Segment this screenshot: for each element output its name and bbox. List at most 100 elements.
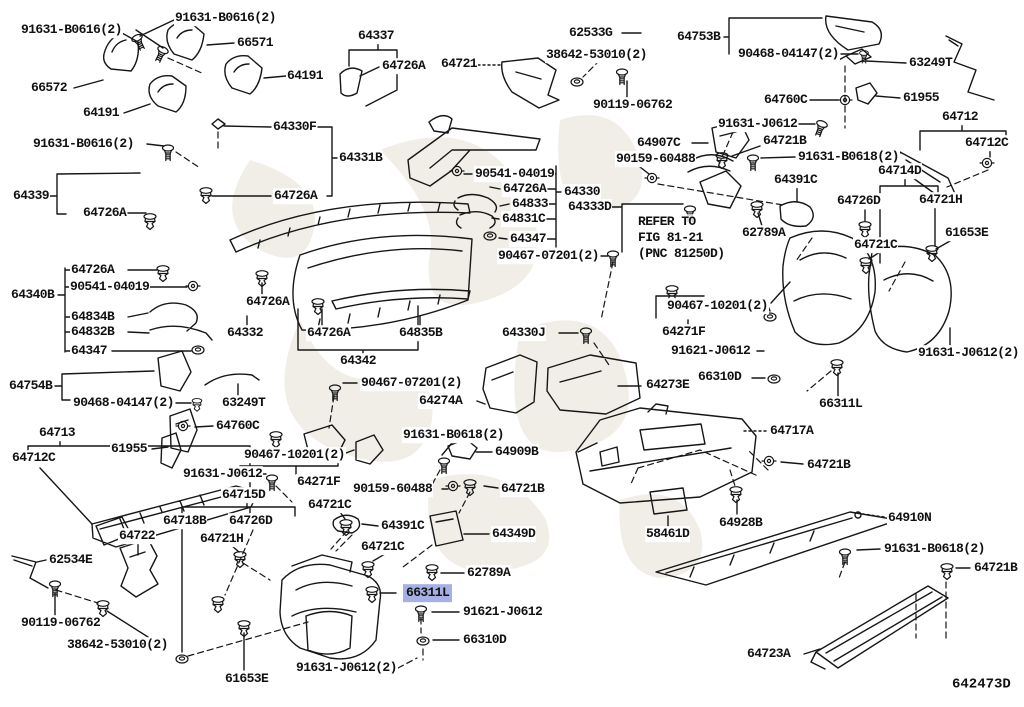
part-label-90119-06762[interactable]: 90119-06762 bbox=[592, 97, 674, 113]
part-label-64391c[interactable]: 64391C bbox=[773, 172, 819, 188]
part-label-62789a[interactable]: 62789A bbox=[741, 225, 787, 241]
part-label-64907c[interactable]: 64907C bbox=[636, 135, 682, 151]
part-label-64347[interactable]: 64347 bbox=[70, 343, 109, 359]
part-label-64191[interactable]: 64191 bbox=[82, 105, 121, 121]
part-label-64339[interactable]: 64339 bbox=[12, 188, 51, 204]
part-label-64760c[interactable]: 64760C bbox=[763, 92, 809, 108]
part-label-58461d[interactable]: 58461D bbox=[645, 526, 691, 542]
part-label-64753b[interactable]: 64753B bbox=[676, 29, 722, 45]
part-label-64722[interactable]: 64722 bbox=[118, 528, 157, 544]
part-label-64721b[interactable]: 64721B bbox=[973, 560, 1019, 576]
part-label-64271f[interactable]: 64271F bbox=[296, 474, 342, 490]
part-label-91631-b0618(2)[interactable]: 91631-B0618(2) bbox=[797, 149, 900, 165]
part-label-91631-j0612(2)[interactable]: 91631-J0612(2) bbox=[295, 660, 398, 676]
part-label-64331b[interactable]: 64331B bbox=[338, 150, 384, 166]
part-label-64909b[interactable]: 64909B bbox=[494, 444, 540, 460]
part-label-91631-b0618(2)[interactable]: 91631-B0618(2) bbox=[883, 541, 986, 557]
part-label-64832b[interactable]: 64832B bbox=[70, 324, 116, 340]
part-label-64332[interactable]: 64332 bbox=[226, 325, 265, 341]
part-label-62533g[interactable]: 62533G bbox=[568, 25, 614, 41]
part-label-64726d[interactable]: 64726D bbox=[228, 513, 274, 529]
part-label-61955[interactable]: 61955 bbox=[110, 441, 149, 457]
part-label-64330[interactable]: 64330 bbox=[563, 184, 602, 200]
part-label-66310d[interactable]: 66310D bbox=[697, 369, 743, 385]
part-label-64721h[interactable]: 64721H bbox=[918, 192, 964, 208]
part-label-90541-04019[interactable]: 90541-04019 bbox=[69, 279, 151, 295]
part-label-61653e[interactable]: 61653E bbox=[224, 671, 270, 687]
part-label-64726a[interactable]: 64726A bbox=[82, 205, 128, 221]
part-label-91621-j0612[interactable]: 91621-J0612 bbox=[462, 604, 544, 620]
part-label-64831c[interactable]: 64831C bbox=[501, 211, 547, 227]
part-label-64340b[interactable]: 64340B bbox=[10, 287, 56, 303]
part-label-64721b[interactable]: 64721B bbox=[762, 133, 808, 149]
part-label-64834b[interactable]: 64834B bbox=[70, 309, 116, 325]
part-label-64726d[interactable]: 64726D bbox=[836, 193, 882, 209]
part-label-64333d[interactable]: 64333D bbox=[567, 199, 613, 215]
part-label-64726a[interactable]: 64726A bbox=[306, 325, 352, 341]
part-label-64714d[interactable]: 64714D bbox=[877, 163, 923, 179]
part-label-38642-53010(2)[interactable]: 38642-53010(2) bbox=[66, 637, 169, 653]
part-label-64712c[interactable]: 64712C bbox=[964, 135, 1010, 151]
part-label-64721h[interactable]: 64721H bbox=[199, 531, 245, 547]
part-label-64713[interactable]: 64713 bbox=[38, 425, 77, 441]
part-label-91631-j0612(2)[interactable]: 91631-J0612(2) bbox=[917, 345, 1020, 361]
part-label-64347[interactable]: 64347 bbox=[509, 231, 548, 247]
part-label-90467-10201(2)[interactable]: 90467-10201(2) bbox=[666, 298, 769, 314]
part-label-64721[interactable]: 64721 bbox=[440, 56, 479, 72]
part-label-64712c[interactable]: 64712C bbox=[11, 450, 57, 466]
part-label-90541-04019[interactable]: 90541-04019 bbox=[474, 166, 556, 182]
part-label-64928b[interactable]: 64928B bbox=[718, 515, 764, 531]
part-label-64717a[interactable]: 64717A bbox=[769, 423, 815, 439]
part-label-66311l[interactable]: 66311L bbox=[403, 584, 453, 602]
part-label-64721c[interactable]: 64721C bbox=[307, 497, 353, 513]
part-label-64330j[interactable]: 64330J bbox=[501, 325, 547, 341]
part-label-91631-b0616(2)[interactable]: 91631-B0616(2) bbox=[32, 136, 135, 152]
part-label-64721c[interactable]: 64721C bbox=[853, 237, 899, 253]
part-label-64833[interactable]: 64833 bbox=[511, 196, 550, 212]
part-label-64342[interactable]: 64342 bbox=[339, 353, 378, 369]
part-label-90468-04147(2)[interactable]: 90468-04147(2) bbox=[72, 395, 175, 411]
part-label-64191[interactable]: 64191 bbox=[286, 68, 325, 84]
part-label-64726a[interactable]: 64726A bbox=[502, 181, 548, 197]
part-label-64723a[interactable]: 64723A bbox=[746, 646, 792, 662]
part-label-62534e[interactable]: 62534E bbox=[48, 552, 94, 568]
part-label-91631-j0612[interactable]: 91631-J0612 bbox=[717, 116, 799, 132]
part-label-64349d[interactable]: 64349D bbox=[491, 526, 537, 542]
part-label-90467-10201(2)[interactable]: 90467-10201(2) bbox=[243, 447, 346, 463]
part-label-90468-04147(2)[interactable]: 90468-04147(2) bbox=[737, 46, 840, 62]
part-label-91631-b0618(2)[interactable]: 91631-B0618(2) bbox=[402, 427, 505, 443]
part-label-63249t[interactable]: 63249T bbox=[221, 395, 267, 411]
part-label-63249t[interactable]: 63249T bbox=[908, 55, 954, 71]
part-label-64721b[interactable]: 64721B bbox=[500, 481, 546, 497]
part-label-62789a[interactable]: 62789A bbox=[466, 565, 512, 581]
part-label-91631-b0616(2)[interactable]: 91631-B0616(2) bbox=[20, 22, 123, 38]
part-label-66571[interactable]: 66571 bbox=[236, 35, 275, 51]
part-label-64754b[interactable]: 64754B bbox=[8, 378, 54, 394]
part-label-64726a[interactable]: 64726A bbox=[273, 188, 319, 204]
part-label-64391c[interactable]: 64391C bbox=[380, 518, 426, 534]
part-label-38642-53010(2)[interactable]: 38642-53010(2) bbox=[545, 47, 648, 63]
part-label-91621-j0612[interactable]: 91621-J0612 bbox=[670, 343, 752, 359]
part-label-64721c[interactable]: 64721C bbox=[360, 539, 406, 555]
part-label-64330f[interactable]: 64330F bbox=[272, 119, 318, 135]
part-label-64712[interactable]: 64712 bbox=[941, 109, 980, 125]
part-label-90119-06762[interactable]: 90119-06762 bbox=[20, 615, 102, 631]
part-label-66311l[interactable]: 66311L bbox=[818, 396, 864, 412]
part-label-90159-60488[interactable]: 90159-60488 bbox=[615, 151, 697, 167]
part-label-66572[interactable]: 66572 bbox=[30, 80, 69, 96]
part-label-90159-60488[interactable]: 90159-60488 bbox=[352, 481, 434, 497]
part-label-91631-b0616(2)[interactable]: 91631-B0616(2) bbox=[174, 10, 277, 26]
part-label-64760c[interactable]: 64760C bbox=[215, 418, 261, 434]
part-label-64726a[interactable]: 64726A bbox=[381, 58, 427, 74]
part-label-64718b[interactable]: 64718B bbox=[162, 513, 208, 529]
part-label-64715d[interactable]: 64715D bbox=[221, 487, 267, 503]
part-label-61653e[interactable]: 61653E bbox=[944, 225, 990, 241]
part-label-64726a[interactable]: 64726A bbox=[70, 262, 116, 278]
part-label-64271f[interactable]: 64271F bbox=[661, 324, 707, 340]
part-label-90467-07201(2)[interactable]: 90467-07201(2) bbox=[497, 248, 600, 264]
part-label-64910n[interactable]: 64910N bbox=[887, 510, 933, 526]
part-label-64274a[interactable]: 64274A bbox=[418, 393, 464, 409]
part-label-66310d[interactable]: 66310D bbox=[462, 632, 508, 648]
part-label-64721b[interactable]: 64721B bbox=[806, 457, 852, 473]
part-label-91631-j0612[interactable]: 91631-J0612 bbox=[182, 466, 264, 482]
